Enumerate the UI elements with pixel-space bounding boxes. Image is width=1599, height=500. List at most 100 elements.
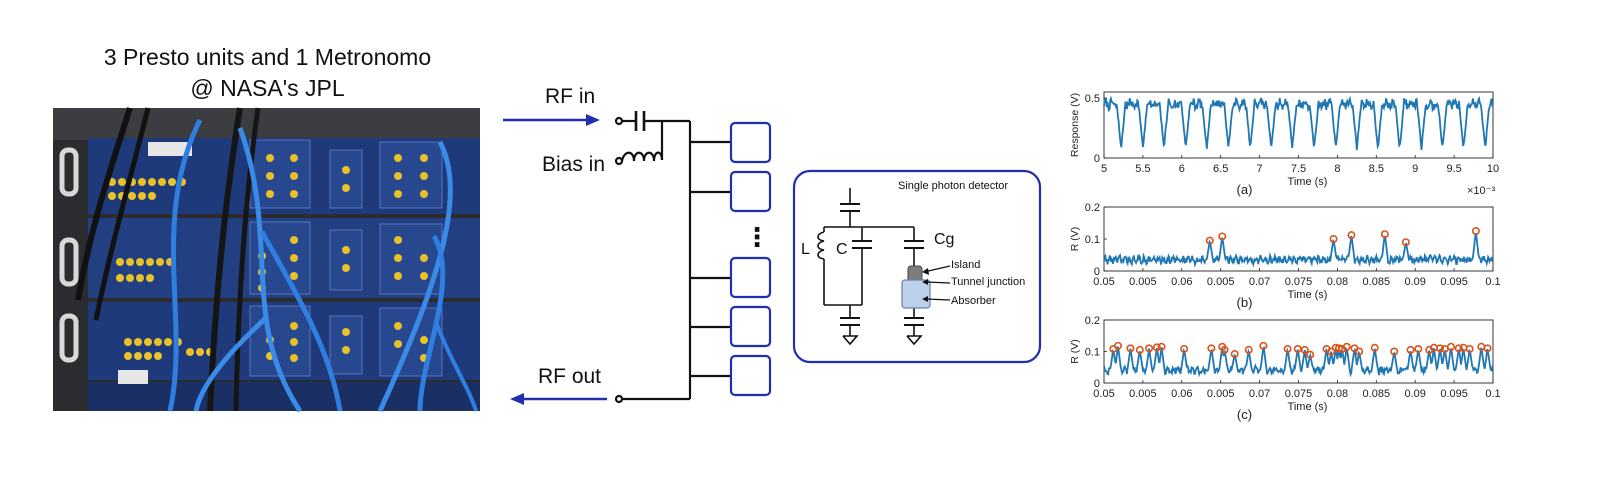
- x-tick-label: 0.08: [1327, 388, 1348, 400]
- x-axis-label: Time (s): [1288, 401, 1328, 413]
- rf-out-label: RF out: [538, 365, 601, 388]
- x-tick-label: 0.005: [1129, 276, 1157, 288]
- y-tick-label: 0.1: [1085, 347, 1100, 359]
- y-axis-label: R (V): [1069, 227, 1081, 252]
- y-tick-label: 0: [1094, 153, 1100, 165]
- panel-label: (b): [1237, 295, 1253, 310]
- island-label: Island: [951, 259, 980, 271]
- x-tick-label: 0.08: [1327, 276, 1348, 288]
- peak-marker: [1347, 231, 1356, 240]
- x-axis-label: Time (s): [1288, 176, 1328, 188]
- capacitor-label: C: [836, 241, 848, 258]
- peak-marker: [1283, 344, 1292, 353]
- x-tick-label: 0.09: [1404, 276, 1425, 288]
- x-tick-label: 0.07: [1249, 388, 1270, 400]
- peak-marker: [1401, 238, 1410, 247]
- x-tick-label: 10: [1487, 163, 1499, 175]
- gate-capacitor-label: Cg: [934, 231, 954, 248]
- x-tick-label: 8: [1334, 163, 1340, 175]
- peak-marker: [1454, 344, 1463, 353]
- rf-in-label: RF in: [545, 85, 595, 108]
- inductor-label: L: [801, 241, 810, 258]
- x-tick-label: 0.07: [1249, 276, 1270, 288]
- peak-marker: [1465, 344, 1474, 353]
- peak-marker: [1259, 341, 1268, 350]
- y-axis-label: R (V): [1069, 339, 1081, 364]
- y-tick-label: 0.2: [1085, 315, 1100, 327]
- x-tick-label: 0.06: [1171, 388, 1192, 400]
- x-tick-label: 0.085: [1363, 276, 1391, 288]
- x-tick-label: 0.09: [1404, 388, 1425, 400]
- peak-marker: [1126, 344, 1135, 353]
- data-trace-line: [1103, 95, 1494, 151]
- x-tick-label: 9.5: [1446, 163, 1461, 175]
- peak-marker: [1483, 344, 1492, 353]
- peak-marker: [1114, 341, 1123, 350]
- x-tick-label: 0.005: [1207, 276, 1235, 288]
- peak-marker: [1380, 230, 1389, 239]
- x-tick-label: 6.5: [1213, 163, 1228, 175]
- x-tick-label: 5: [1101, 163, 1107, 175]
- x-tick-label: 0.075: [1285, 276, 1313, 288]
- peak-marker: [1157, 342, 1166, 351]
- y-tick-label: 0.5: [1085, 93, 1100, 105]
- x-tick-label: 0.05: [1093, 388, 1114, 400]
- x-axis-label: Time (s): [1288, 289, 1328, 301]
- x-tick-label: 0.1: [1485, 388, 1500, 400]
- x-tick-label: 9: [1412, 163, 1418, 175]
- peak-marker: [1205, 236, 1214, 245]
- x-tick-label: 6: [1179, 163, 1185, 175]
- x-tick-label: 0.05: [1093, 276, 1114, 288]
- chart-r-peaks-dense: 0.05 0.005 0.06 0.005 0.07 0.075 0.08 0.085 0.09…: [1069, 315, 1501, 422]
- data-trace-line: [1103, 345, 1494, 378]
- peak-marker: [1436, 344, 1445, 353]
- peak-marker: [1329, 235, 1338, 244]
- peak-marker: [1152, 343, 1161, 352]
- y-tick-label: 0.1: [1085, 234, 1100, 246]
- x-tick-label: 0.005: [1129, 388, 1157, 400]
- data-trace-line: [1103, 232, 1494, 268]
- peak-marker: [1414, 344, 1423, 353]
- peak-marker: [1342, 342, 1351, 351]
- panel-label: (a): [1237, 182, 1253, 197]
- x-tick-label: 0.005: [1207, 388, 1235, 400]
- y-axis-label: Response (V): [1069, 93, 1081, 157]
- peak-marker: [1471, 227, 1480, 236]
- y-tick-label: 0.2: [1085, 202, 1100, 214]
- x-tick-label: 0.095: [1440, 388, 1468, 400]
- peak-marker: [1218, 232, 1227, 241]
- photo-title-line-1: 3 Presto units and 1 Metronomo: [103, 44, 432, 70]
- x-tick-label: 0.085: [1363, 388, 1391, 400]
- photo-title: 3 Presto units and 1 Metronomo @ NASA's …: [50, 42, 485, 104]
- y-tick-label: 0: [1094, 266, 1100, 278]
- chart-response-trace: 5 5.5 6 6.5 7 7.5 8 8.5 9 9.5 10 0 0.5 Response (V) Ti…: [1069, 91, 1499, 197]
- x-tick-label: 8.5: [1369, 163, 1384, 175]
- peak-marker: [1135, 345, 1144, 354]
- x-tick-label: 0.1: [1485, 276, 1500, 288]
- absorber-label: Absorber: [951, 295, 996, 307]
- peak-marker: [1145, 344, 1154, 353]
- detector-title: Single photon detector: [898, 180, 1008, 192]
- lab-equipment-photo: [53, 107, 480, 413]
- peak-marker: [1207, 344, 1216, 353]
- resonator-ellipsis: ⋮: [744, 222, 770, 252]
- peak-marker: [1370, 343, 1379, 352]
- y-tick-label: 0: [1094, 378, 1100, 390]
- x-tick-label: 7: [1257, 163, 1263, 175]
- x-tick-label: 0.075: [1285, 388, 1313, 400]
- peak-marker: [1306, 350, 1315, 359]
- peak-marker: [1300, 345, 1309, 354]
- bias-in-label: Bias in: [542, 153, 605, 176]
- x-tick-label: 7.5: [1291, 163, 1306, 175]
- peak-marker: [1220, 345, 1229, 354]
- peak-marker: [1244, 345, 1253, 354]
- peak-marker: [1334, 344, 1343, 353]
- peak-marker: [1230, 350, 1239, 359]
- panel-label: (c): [1237, 407, 1252, 422]
- x-tick-label: 5.5: [1135, 163, 1150, 175]
- x-exponent-label: ×10⁻³: [1467, 185, 1495, 197]
- tunnel-junction-label: Tunnel junction: [951, 276, 1025, 288]
- photo-title-line-2: @ NASA's JPL: [190, 75, 345, 101]
